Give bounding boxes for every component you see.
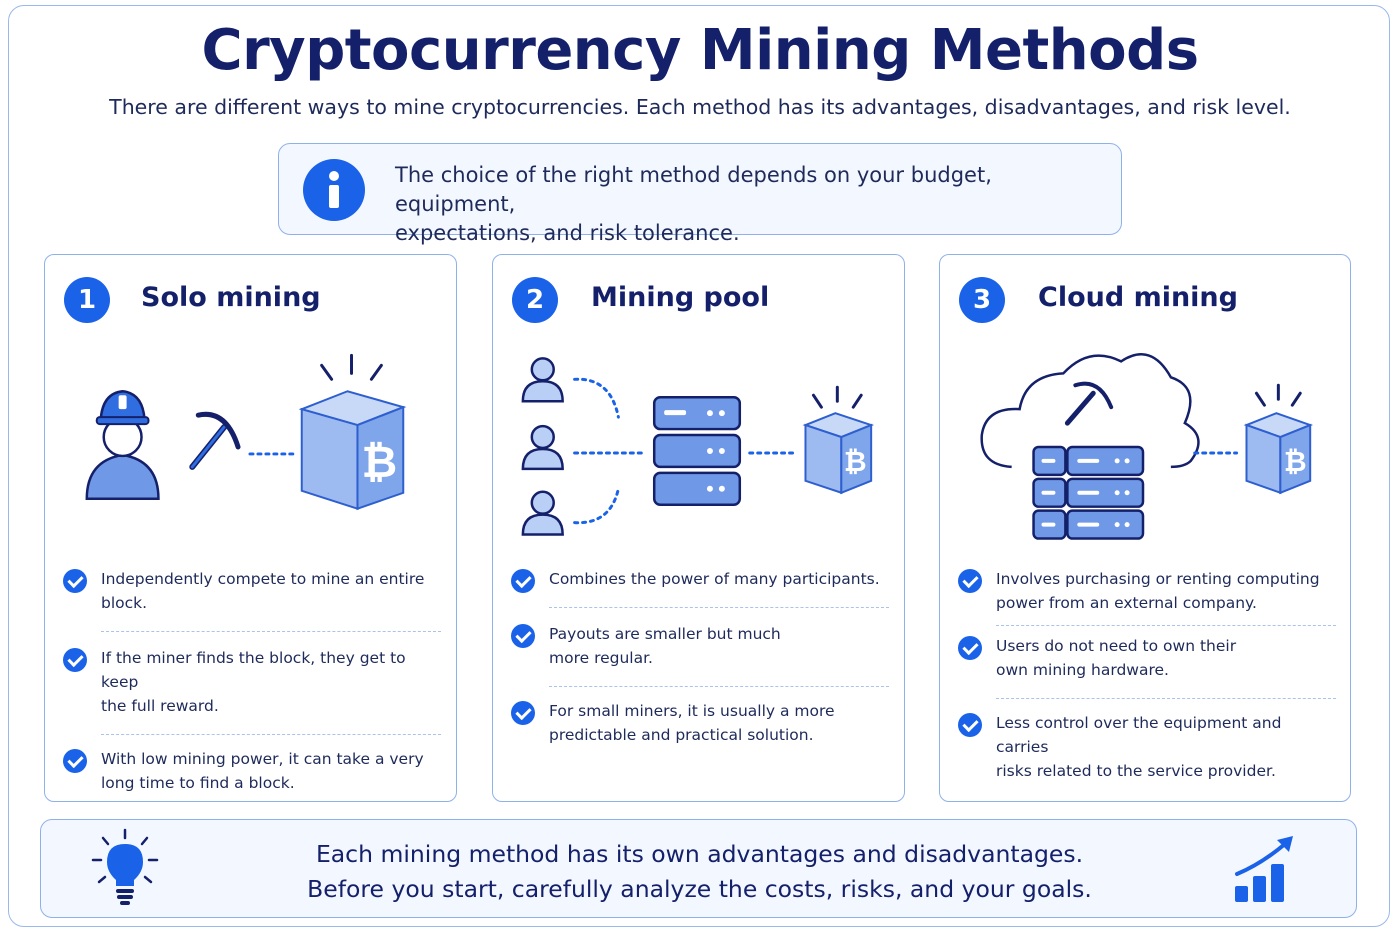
summary-line: Each mining method has its own advantage… bbox=[315, 840, 1084, 868]
bullet-text: Users do not need to own their bbox=[996, 637, 1237, 655]
list-item: If the miner finds the block, they get t… bbox=[63, 632, 441, 734]
bullet-text: long time to find a block. bbox=[101, 774, 295, 792]
bullet-text: Independently compete to mine an entire … bbox=[101, 570, 425, 612]
summary-callout: Each mining method has its own advantage… bbox=[40, 819, 1357, 918]
bitcoin-cube-icon: ₿ bbox=[298, 353, 407, 511]
growth-chart-icon bbox=[1235, 836, 1293, 902]
check-icon bbox=[958, 569, 982, 593]
info-text: The choice of the right method depends o… bbox=[395, 161, 1105, 248]
miner-icon bbox=[85, 389, 160, 500]
page-title: Cryptocurrency Mining Methods bbox=[201, 18, 1199, 83]
check-icon bbox=[511, 569, 535, 593]
dashed-divider bbox=[549, 686, 889, 687]
step-number-badge: 2 bbox=[512, 277, 558, 323]
list-item: Users do not need to own their own minin… bbox=[958, 626, 1336, 698]
list-item: Combines the power of many participants. bbox=[511, 561, 889, 607]
user-icon bbox=[521, 424, 564, 471]
check-icon bbox=[63, 749, 87, 773]
dashed-divider bbox=[101, 734, 441, 735]
method-card-solo-mining: 1 Solo mining ₿ Independently co bbox=[44, 254, 457, 802]
bullet-text: Combines the power of many participants. bbox=[549, 570, 880, 588]
svg-text:₿: ₿ bbox=[844, 445, 867, 478]
list-item: Involves purchasing or renting computing… bbox=[958, 561, 1336, 625]
info-callout: The choice of the right method depends o… bbox=[278, 143, 1122, 245]
step-number-badge: 3 bbox=[959, 277, 1005, 323]
check-icon bbox=[63, 648, 87, 672]
svg-text:₿: ₿ bbox=[1284, 445, 1307, 478]
page-frame bbox=[8, 5, 1390, 927]
bullet-list: Involves purchasing or renting computing… bbox=[958, 561, 1336, 783]
bullet-text: more regular. bbox=[549, 649, 653, 667]
lightbulb-icon bbox=[91, 828, 159, 905]
dashed-divider bbox=[101, 631, 441, 632]
check-icon bbox=[511, 701, 535, 725]
list-item: Less control over the equipment and carr… bbox=[958, 699, 1336, 783]
pickaxe-icon bbox=[189, 411, 241, 470]
info-icon bbox=[303, 159, 365, 221]
server-stack-icon bbox=[652, 395, 742, 506]
check-icon bbox=[511, 624, 535, 648]
check-icon bbox=[958, 713, 982, 737]
bullet-text: predictable and practical solution. bbox=[549, 726, 814, 744]
check-icon bbox=[63, 569, 87, 593]
page-subtitle: There are different ways to mine cryptoc… bbox=[109, 95, 1291, 119]
bullet-text: power from an external company. bbox=[996, 594, 1257, 612]
card-title: Cloud mining bbox=[1038, 282, 1238, 313]
pickaxe-icon bbox=[1064, 381, 1114, 426]
method-card-cloud-mining: 3 Cloud mining bbox=[939, 254, 1351, 802]
list-item: For small miners, it is usually a more p… bbox=[511, 687, 889, 747]
bitcoin-cube-icon: ₿ bbox=[1243, 383, 1314, 495]
bullet-list: Independently compete to mine an entire … bbox=[63, 561, 441, 795]
dashed-divider bbox=[996, 698, 1336, 699]
bitcoin-cube-icon: ₿ bbox=[802, 385, 875, 495]
info-text-line: expectations, and risk tolerance. bbox=[395, 221, 740, 245]
summary-text: Each mining method has its own advantage… bbox=[41, 837, 1358, 907]
bullet-text: Payouts are smaller but much bbox=[549, 625, 781, 643]
card-title: Mining pool bbox=[591, 282, 770, 313]
list-item: Payouts are smaller but much more regula… bbox=[511, 608, 889, 686]
bullet-text: Less control over the equipment and carr… bbox=[996, 714, 1282, 756]
bullet-text: Involves purchasing or renting computing bbox=[996, 570, 1320, 588]
bullet-text: the full reward. bbox=[101, 697, 219, 715]
server-stack-icon bbox=[1032, 445, 1145, 540]
svg-text:₿: ₿ bbox=[362, 437, 398, 488]
step-number-badge: 1 bbox=[64, 277, 110, 323]
bullet-text: With low mining power, it can take a ver… bbox=[101, 750, 424, 768]
mining-pool-illustration: ₿ bbox=[521, 357, 875, 536]
dashed-divider bbox=[549, 607, 889, 608]
user-icon bbox=[521, 490, 564, 536]
bullet-text: own mining hardware. bbox=[996, 661, 1169, 679]
user-icon bbox=[521, 357, 564, 403]
method-card-mining-pool: 2 Mining pool bbox=[492, 254, 905, 802]
list-item: Independently compete to mine an entire … bbox=[63, 561, 441, 631]
bullet-text: For small miners, it is usually a more bbox=[549, 702, 835, 720]
list-item: With low mining power, it can take a ver… bbox=[63, 735, 441, 795]
summary-line: Before you start, carefully analyze the … bbox=[307, 875, 1092, 903]
dashed-divider bbox=[996, 625, 1336, 626]
participant-icons bbox=[521, 357, 564, 536]
cloud-mining-illustration: ₿ bbox=[980, 353, 1314, 540]
solo-mining-illustration: ₿ bbox=[85, 353, 407, 511]
bullet-list: Combines the power of many participants.… bbox=[511, 561, 889, 747]
bullet-text: risks related to the service provider. bbox=[996, 762, 1276, 780]
check-icon bbox=[958, 636, 982, 660]
cloud-icon bbox=[980, 353, 1200, 469]
bullet-text: If the miner finds the block, they get t… bbox=[101, 649, 406, 691]
card-title: Solo mining bbox=[141, 282, 321, 313]
info-text-line: The choice of the right method depends o… bbox=[395, 163, 992, 216]
